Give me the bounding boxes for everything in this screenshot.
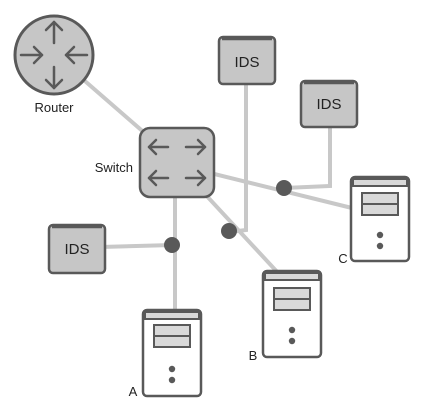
server-icon bbox=[141, 308, 203, 398]
ids-top-label: IDS bbox=[234, 54, 259, 71]
server-icon bbox=[349, 175, 411, 263]
link-ids-top-tap bbox=[228, 80, 248, 234]
server-c-node[interactable]: C bbox=[338, 175, 411, 266]
switch-arrows bbox=[147, 138, 207, 187]
server-b-label: B bbox=[249, 348, 258, 363]
server-b-node[interactable]: B bbox=[249, 269, 323, 363]
tap-point-right bbox=[276, 180, 292, 196]
tap-point-left bbox=[164, 237, 180, 253]
ids-top-node[interactable]: IDS bbox=[217, 35, 277, 86]
ids-right-box bbox=[299, 79, 359, 129]
switch-label: Switch bbox=[95, 160, 133, 175]
server-icon bbox=[261, 269, 323, 359]
router-node[interactable]: Router bbox=[13, 14, 95, 115]
switch-icon bbox=[138, 126, 216, 199]
link-ids-left-tap bbox=[98, 243, 175, 249]
switch-node[interactable]: Switch bbox=[95, 126, 216, 199]
ids-left-label: IDS bbox=[64, 241, 89, 258]
server-c-label: C bbox=[338, 251, 347, 266]
router-icon bbox=[13, 14, 95, 96]
ids-top-box bbox=[217, 35, 277, 86]
router-label: Router bbox=[34, 100, 74, 115]
server-a-node[interactable]: A bbox=[129, 308, 203, 399]
ids-right-node[interactable]: IDS bbox=[299, 79, 359, 129]
ids-left-box bbox=[47, 223, 107, 275]
server-a-label: A bbox=[129, 384, 138, 399]
ids-right-label: IDS bbox=[316, 96, 341, 113]
tap-point-center bbox=[221, 223, 237, 239]
router-arrows bbox=[19, 20, 89, 90]
ids-left-node[interactable]: IDS bbox=[47, 223, 107, 275]
link-ids-right-tap bbox=[282, 120, 332, 190]
